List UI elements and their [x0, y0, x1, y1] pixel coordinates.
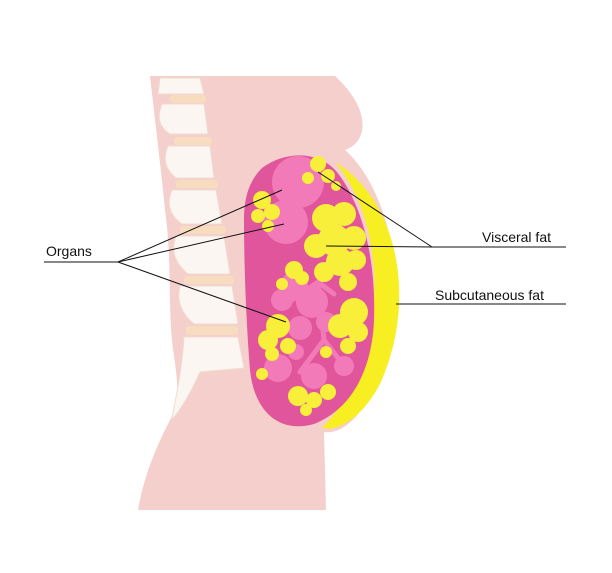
visceral-leader-1	[317, 171, 433, 248]
spine-discs	[170, 95, 238, 335]
organs-leader-2	[117, 223, 285, 263]
subcutaneous-fat-layer	[322, 162, 400, 429]
spine	[157, 77, 245, 422]
organs-label: Organs	[46, 243, 92, 259]
visceral-fat	[251, 156, 368, 416]
subcutaneous-fat-label: Subcutaneous fat	[435, 287, 544, 303]
visceral-leader-2	[325, 245, 433, 248]
vessels	[289, 278, 347, 375]
organs-leader-3	[117, 261, 287, 323]
leader-lines	[44, 171, 566, 323]
organs-leader-1	[117, 189, 283, 263]
visceral-fat-label: Visceral fat	[482, 229, 551, 245]
